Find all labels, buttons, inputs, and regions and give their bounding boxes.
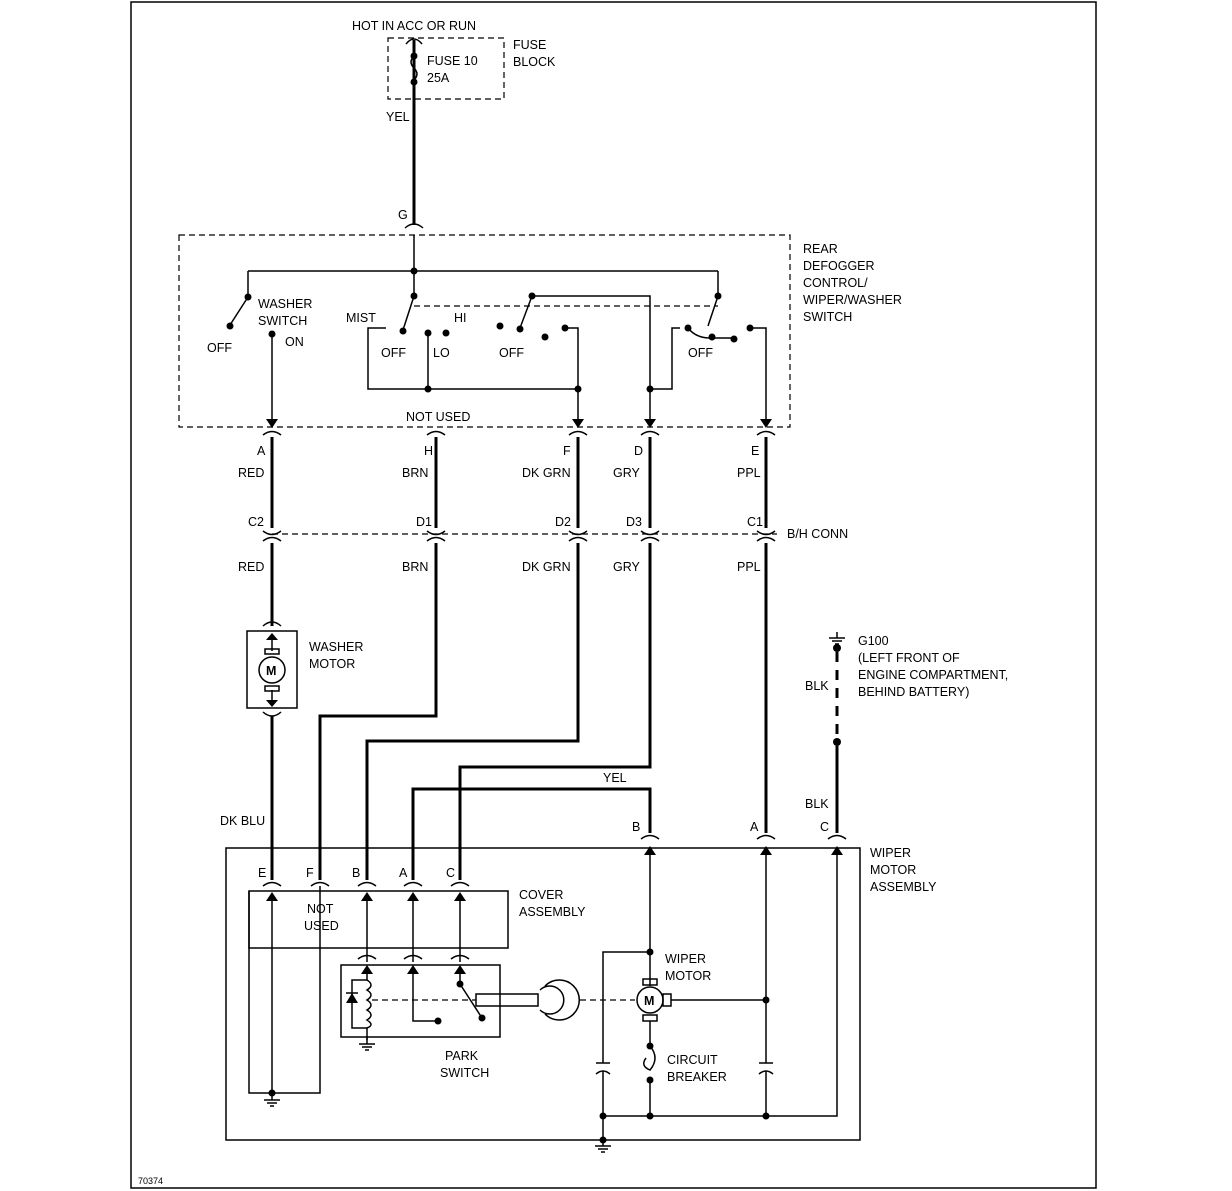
wire-brn-label: BRN (402, 466, 428, 480)
hi-label: HI (454, 311, 467, 325)
wiper-motor-label-2: MOTOR (665, 969, 711, 983)
conn-d3-label: D3 (626, 515, 642, 529)
conn-c2-label: C2 (248, 515, 264, 529)
switch-title-5: SWITCH (803, 310, 852, 324)
motor-pin-c-label: C (820, 820, 829, 834)
cover-pin-b-label: B (352, 866, 360, 880)
not-used-label: NOT USED (406, 410, 470, 424)
wire-red-label: RED (238, 466, 264, 480)
pin-e-label: E (751, 444, 759, 458)
switch-title-2: DEFOGGER (803, 259, 875, 273)
off1-label: OFF (381, 346, 406, 360)
switch-title-4: WIPER/WASHER (803, 293, 902, 307)
washer-motor: M WASHER MOTOR DK BLU (220, 621, 363, 880)
off3-label: OFF (688, 346, 713, 360)
washer-switch-label-1: WASHER (258, 297, 312, 311)
fuse-wire-label: YEL (386, 110, 410, 124)
cover-pin-a-label: A (399, 866, 408, 880)
g100-desc-2: ENGINE COMPARTMENT, (858, 668, 1008, 682)
conn-d1-label: D1 (416, 515, 432, 529)
not-used-cover-2: USED (304, 919, 339, 933)
motor-pin-b-label: B (632, 820, 640, 834)
wire-red-label-2: RED (238, 560, 264, 574)
pin-d-label: D (634, 444, 643, 458)
washer-motor-symbol: M (266, 664, 276, 678)
conn-d2-label: D2 (555, 515, 571, 529)
switch-pin-arrows (266, 419, 772, 428)
blk-wire-label-1: BLK (805, 679, 829, 693)
wiper-motor-assembly: WIPER MOTOR ASSEMBLY B A C E F B A C COV… (225, 820, 937, 1153)
fuse-name-label: FUSE 10 (427, 54, 478, 68)
yel-wire-label: YEL (603, 771, 627, 785)
wire-dkgrn-label: DK GRN (522, 466, 571, 480)
cover-assembly-label-1: COVER (519, 888, 563, 902)
washer-motor-label-1: WASHER (309, 640, 363, 654)
pin-f-label: F (563, 444, 571, 458)
g100-desc-3: BEHIND BATTERY) (858, 685, 969, 699)
cover-pin-c-label: C (446, 866, 455, 880)
switch-title-1: REAR (803, 242, 838, 256)
dk-blu-wire-label: DK BLU (220, 814, 265, 828)
diagram-frame (130, 1, 1097, 1189)
circuit-breaker-label-2: BREAKER (667, 1070, 727, 1084)
figure-id: 70374 (138, 1176, 163, 1186)
wiper-motor-symbol: M (644, 994, 654, 1008)
off2-label: OFF (499, 346, 524, 360)
park-switch-label-1: PARK (445, 1049, 479, 1063)
cover-assembly-label-2: ASSEMBLY (519, 905, 586, 919)
park-switch-label-2: SWITCH (440, 1066, 489, 1080)
bh-conn-label: B/H CONN (787, 527, 848, 541)
circuit-breaker-label-1: CIRCUIT (667, 1053, 718, 1067)
fuse-source-label: HOT IN ACC OR RUN (352, 19, 476, 33)
assembly-title-2: MOTOR (870, 863, 916, 877)
fuse-block-label-1: FUSE (513, 38, 546, 52)
harness-wires: B/H CONN A RED C2 RED H BRN D1 BRN F DK … (238, 430, 848, 880)
washer-on-label: ON (285, 335, 304, 349)
fuse-rating-label: 25A (427, 71, 450, 85)
wire-gry-label: GRY (613, 466, 641, 480)
g100-label: G100 (858, 634, 889, 648)
g100-desc-1: (LEFT FRONT OF (858, 651, 960, 665)
assembly-title-3: ASSEMBLY (870, 880, 937, 894)
blk-wire-label-2: BLK (805, 797, 829, 811)
ground-g100: G100 (LEFT FRONT OF ENGINE COMPARTMENT, … (805, 632, 1008, 833)
wire-ppl-label: PPL (737, 466, 761, 480)
wiper-motor-label-1: WIPER (665, 952, 706, 966)
switch-title-3: CONTROL/ (803, 276, 868, 290)
wire-gry-label-2: GRY (613, 560, 641, 574)
wire-brn-label-2: BRN (402, 560, 428, 574)
conn-c1-label: C1 (747, 515, 763, 529)
washer-off-label: OFF (207, 341, 232, 355)
motor-pin-a-label: A (750, 820, 759, 834)
mist-label: MIST (346, 311, 376, 325)
cover-pin-f-label: F (306, 866, 314, 880)
rear-defogger-wiper-switch: REAR DEFOGGER CONTROL/ WIPER/WASHER SWIT… (178, 234, 902, 428)
lo-label: LO (433, 346, 450, 360)
washer-motor-label-2: MOTOR (309, 657, 355, 671)
cover-pin-e-label: E (258, 866, 266, 880)
fuse-block-label-2: BLOCK (513, 55, 556, 69)
pin-g-label: G (398, 208, 408, 222)
pin-h-label: H (424, 444, 433, 458)
pin-a-label: A (257, 444, 266, 458)
assembly-title-1: WIPER (870, 846, 911, 860)
wire-dkgrn-label-2: DK GRN (522, 560, 571, 574)
fuse-block: HOT IN ACC OR RUN FUSE 10 25A FUSE BLOCK… (352, 19, 556, 229)
washer-switch-label-2: SWITCH (258, 314, 307, 328)
wire-ppl-label-2: PPL (737, 560, 761, 574)
